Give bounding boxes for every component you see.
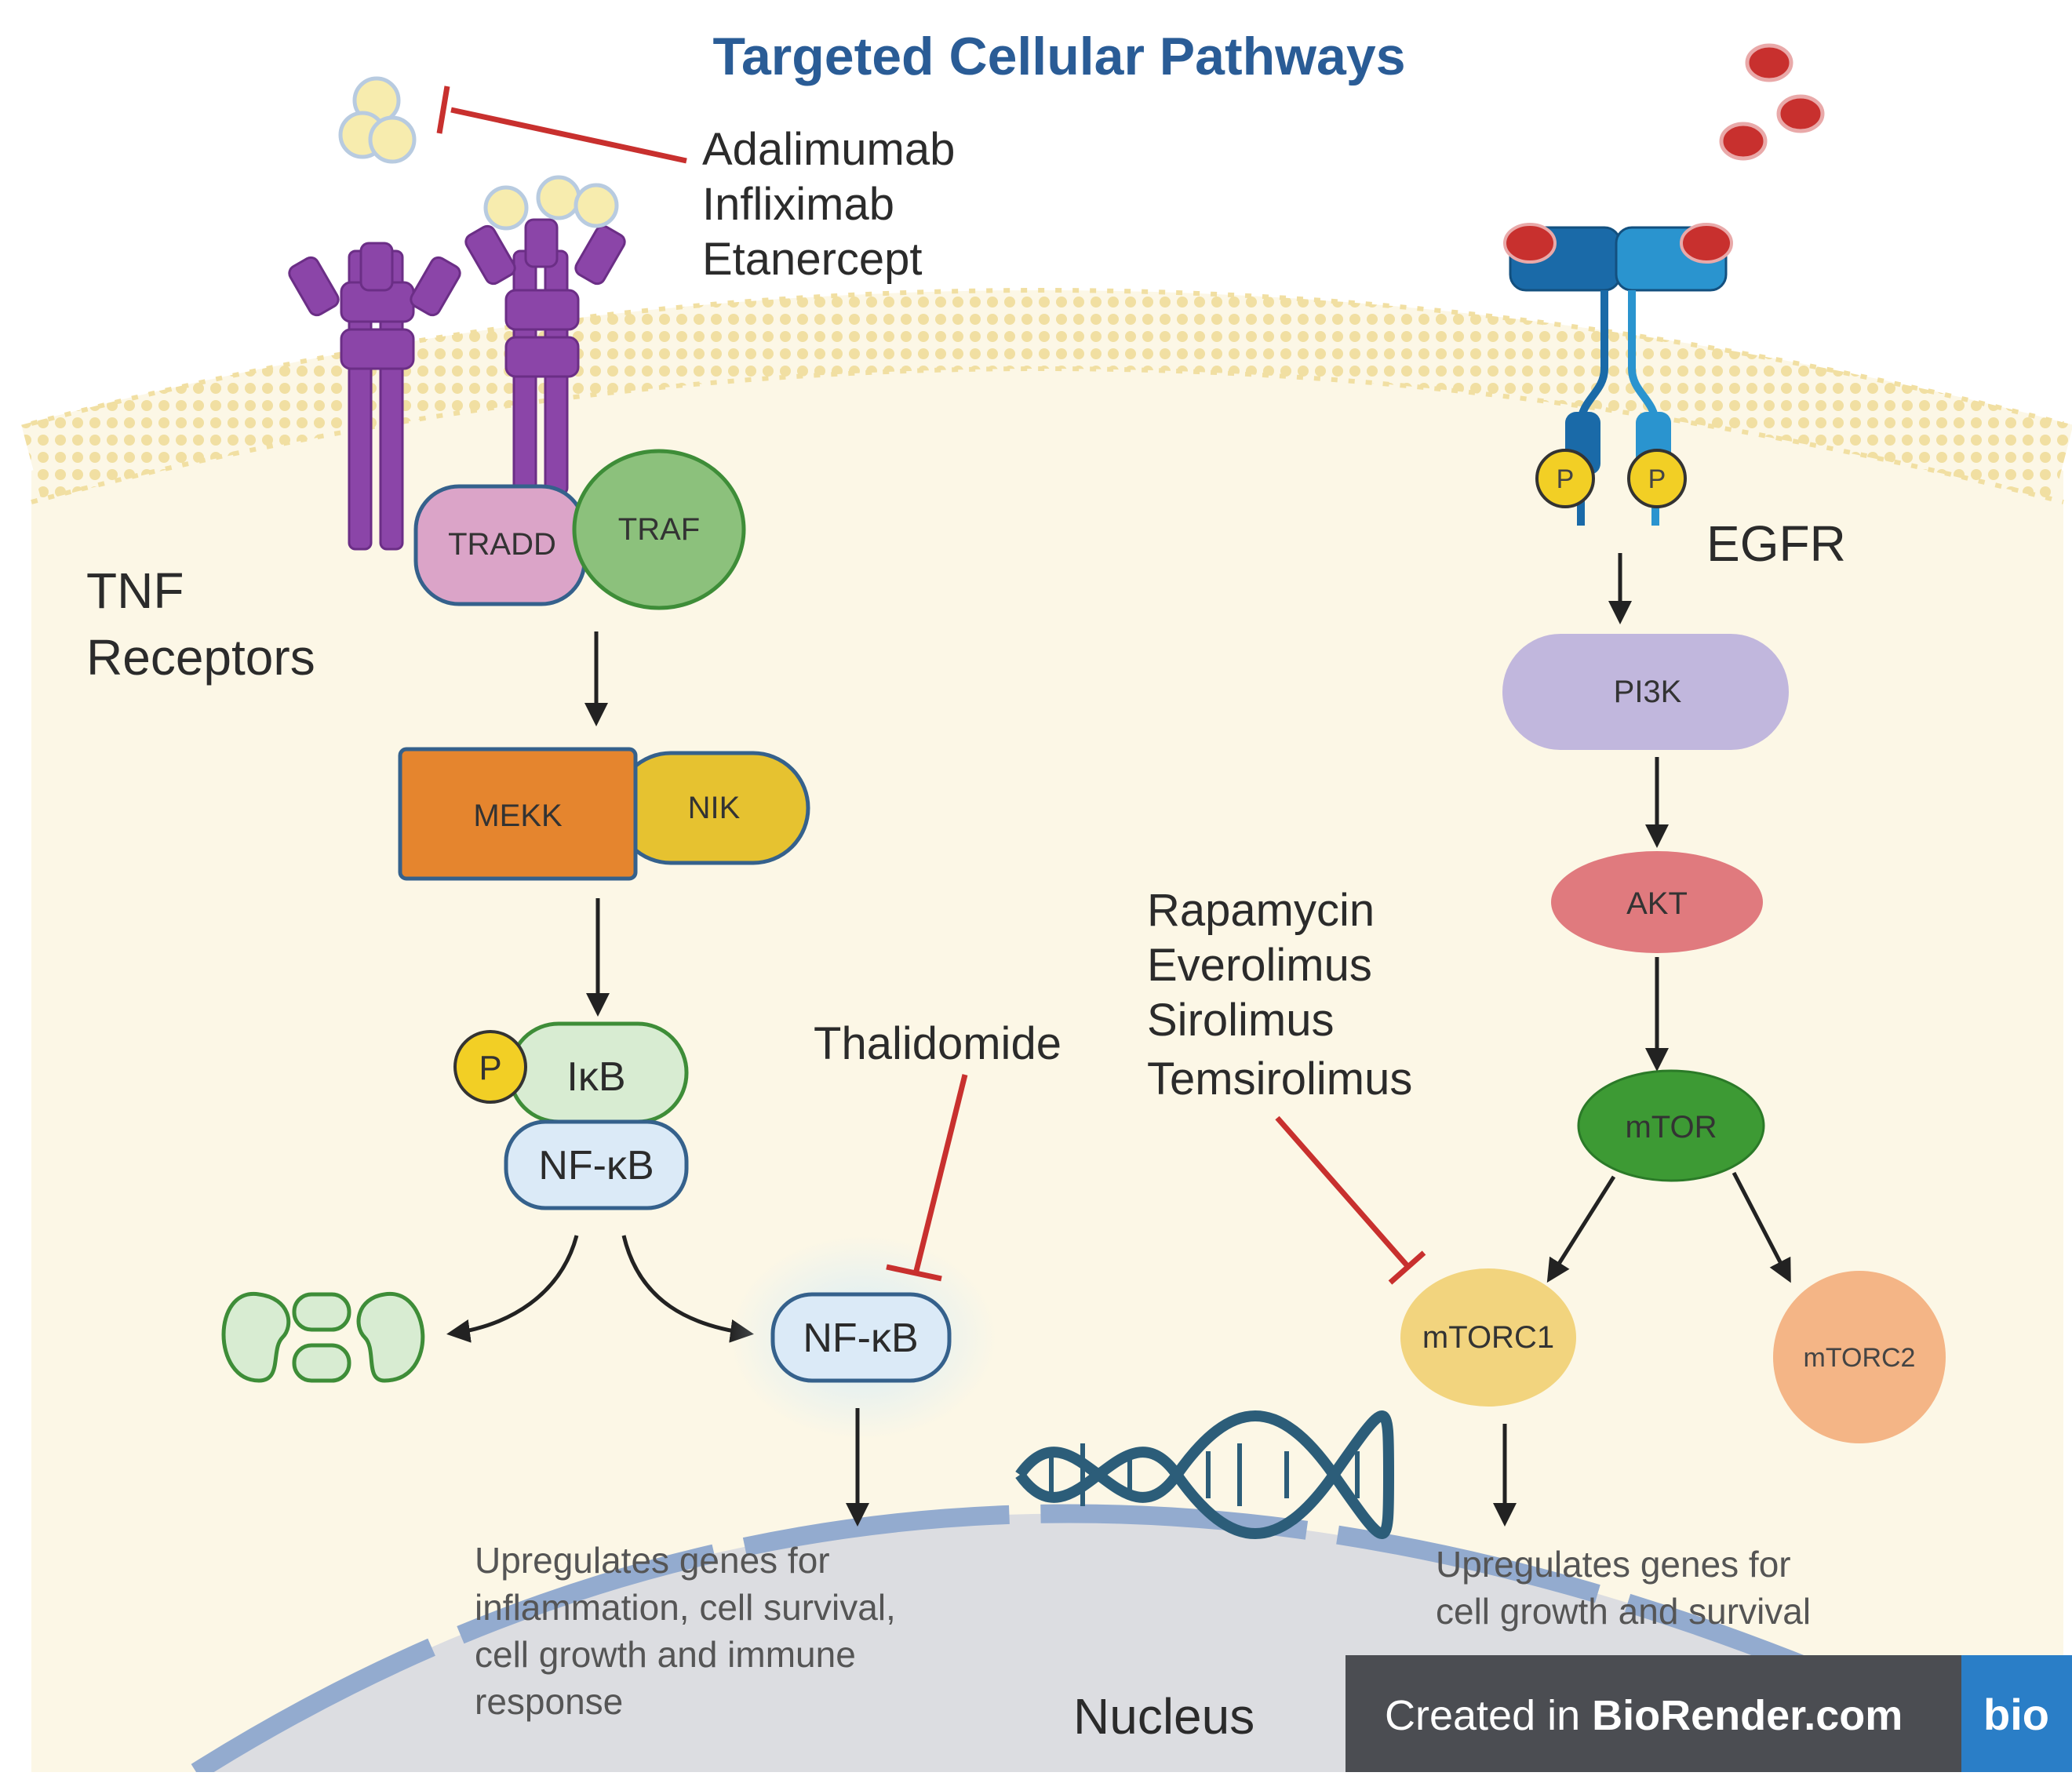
biorender-logo: bio xyxy=(1983,1690,2049,1739)
pi3k-node: PI3K xyxy=(1502,634,1789,750)
arrow-to-proteasome xyxy=(446,1235,579,1343)
mtorc2-label: mTORC2 xyxy=(1804,1343,1916,1373)
nfkb-free-label: NF-κB xyxy=(803,1316,918,1361)
tnf-drug-2: Infliximab xyxy=(702,179,894,230)
akt-node: AKT xyxy=(1551,851,1763,953)
akt-label: AKT xyxy=(1626,886,1688,921)
mtorc1-node: mTORC1 xyxy=(1400,1268,1576,1407)
egfr-nucleus-line-2: cell growth and survival xyxy=(1436,1591,1811,1632)
mtor-drug-2: Everolimus xyxy=(1147,940,1372,991)
nfkb-complex-node: NF-κB xyxy=(504,1119,689,1210)
thalidomide-inhibition-line xyxy=(886,1074,968,1282)
tnf-nucleus-line-2: inflammation, cell survival, xyxy=(475,1587,896,1628)
egfr-receptor-icon xyxy=(1503,223,1733,526)
tnf-receptor-label-line2: Receptors xyxy=(86,629,315,686)
mtor-drug-1: Rapamycin xyxy=(1147,885,1375,936)
ikb-phospho-marker: P xyxy=(453,1030,527,1104)
pi3k-label: PI3K xyxy=(1614,675,1682,709)
egfr-phospho-marker-left: P xyxy=(1535,449,1595,508)
mtorc2-node: mTORC2 xyxy=(1773,1271,1946,1443)
tradd-label: TRADD xyxy=(448,527,556,562)
mekk-label: MEKK xyxy=(473,799,563,833)
egfr-nucleus-text: Upregulates genes for cell growth and su… xyxy=(1436,1544,1811,1632)
mtor-node: mTOR xyxy=(1577,1069,1765,1182)
mekk-node: MEKK xyxy=(398,747,638,881)
tnf-nucleus-line-1: Upregulates genes for xyxy=(475,1540,830,1581)
egfr-phospho-label-right: P xyxy=(1648,464,1666,494)
mtor-inhibition-line xyxy=(1275,1115,1426,1285)
nik-node: NIK xyxy=(614,751,810,865)
tnf-inhibition-line xyxy=(436,86,687,164)
ikb-node: IκB xyxy=(508,1021,689,1124)
tnf-nucleus-line-4: response xyxy=(475,1681,623,1722)
tnf-drug-3: Etanercept xyxy=(702,234,923,285)
mtor-drug-3: Sirolimus xyxy=(1147,995,1335,1046)
tnf-drug-1: Adalimumab xyxy=(702,124,955,175)
tnf-receptor-bound-icon xyxy=(464,218,626,496)
tnf-bound-ligand-icon xyxy=(483,175,619,231)
egf-ligand-icon xyxy=(1719,43,1825,161)
ikb-label: IκB xyxy=(566,1054,625,1100)
tnf-receptor-icon xyxy=(288,242,461,551)
egfr-phospho-label-left: P xyxy=(1557,464,1575,494)
traf-node: TRAF xyxy=(572,449,746,610)
egfr-nucleus-line-1: Upregulates genes for xyxy=(1436,1544,1791,1585)
dna-icon xyxy=(1015,1410,1394,1539)
mtorc1-label: mTORC1 xyxy=(1422,1320,1554,1355)
cell-membrane xyxy=(21,288,2072,504)
arrow-mtor-mtorc1 xyxy=(1546,1175,1616,1283)
branding-name: BioRender.com xyxy=(1592,1692,1903,1739)
nfkb-free-node: NF-κB xyxy=(770,1292,952,1383)
degraded-ikb-icon xyxy=(221,1292,425,1383)
traf-label: TRAF xyxy=(618,512,700,547)
tnf-ligand-icon xyxy=(338,76,417,164)
egfr-label: EGFR xyxy=(1706,515,1846,572)
egfr-phospho-marker-right: P xyxy=(1627,449,1687,508)
nucleus-label: Nucleus xyxy=(1073,1688,1254,1745)
arrow-to-free-nfkb xyxy=(621,1235,754,1343)
diagram-title: Targeted Cellular Pathways xyxy=(712,27,1405,86)
mtor-label: mTOR xyxy=(1625,1110,1717,1145)
nfkb-complex-label: NF-κB xyxy=(538,1143,654,1188)
thalidomide-label: Thalidomide xyxy=(814,1018,1061,1069)
tradd-node: TRADD xyxy=(413,484,587,606)
mtor-drug-4: Temsirolimus xyxy=(1147,1054,1412,1105)
branding-prefix: Created in xyxy=(1385,1692,1592,1739)
biorender-badge: Created in BioRender.com bio xyxy=(1346,1655,2072,1772)
nik-label: NIK xyxy=(688,791,741,825)
tnf-receptor-label-line1: TNF xyxy=(86,562,184,619)
tnf-nucleus-text: Upregulates genes for inflammation, cell… xyxy=(475,1540,896,1722)
arrow-mtor-mtorc2 xyxy=(1732,1171,1791,1283)
ikb-phospho-label: P xyxy=(479,1049,501,1087)
tnf-nucleus-line-3: cell growth and immune xyxy=(475,1634,856,1675)
branding-text: Created in BioRender.com xyxy=(1385,1692,1903,1739)
